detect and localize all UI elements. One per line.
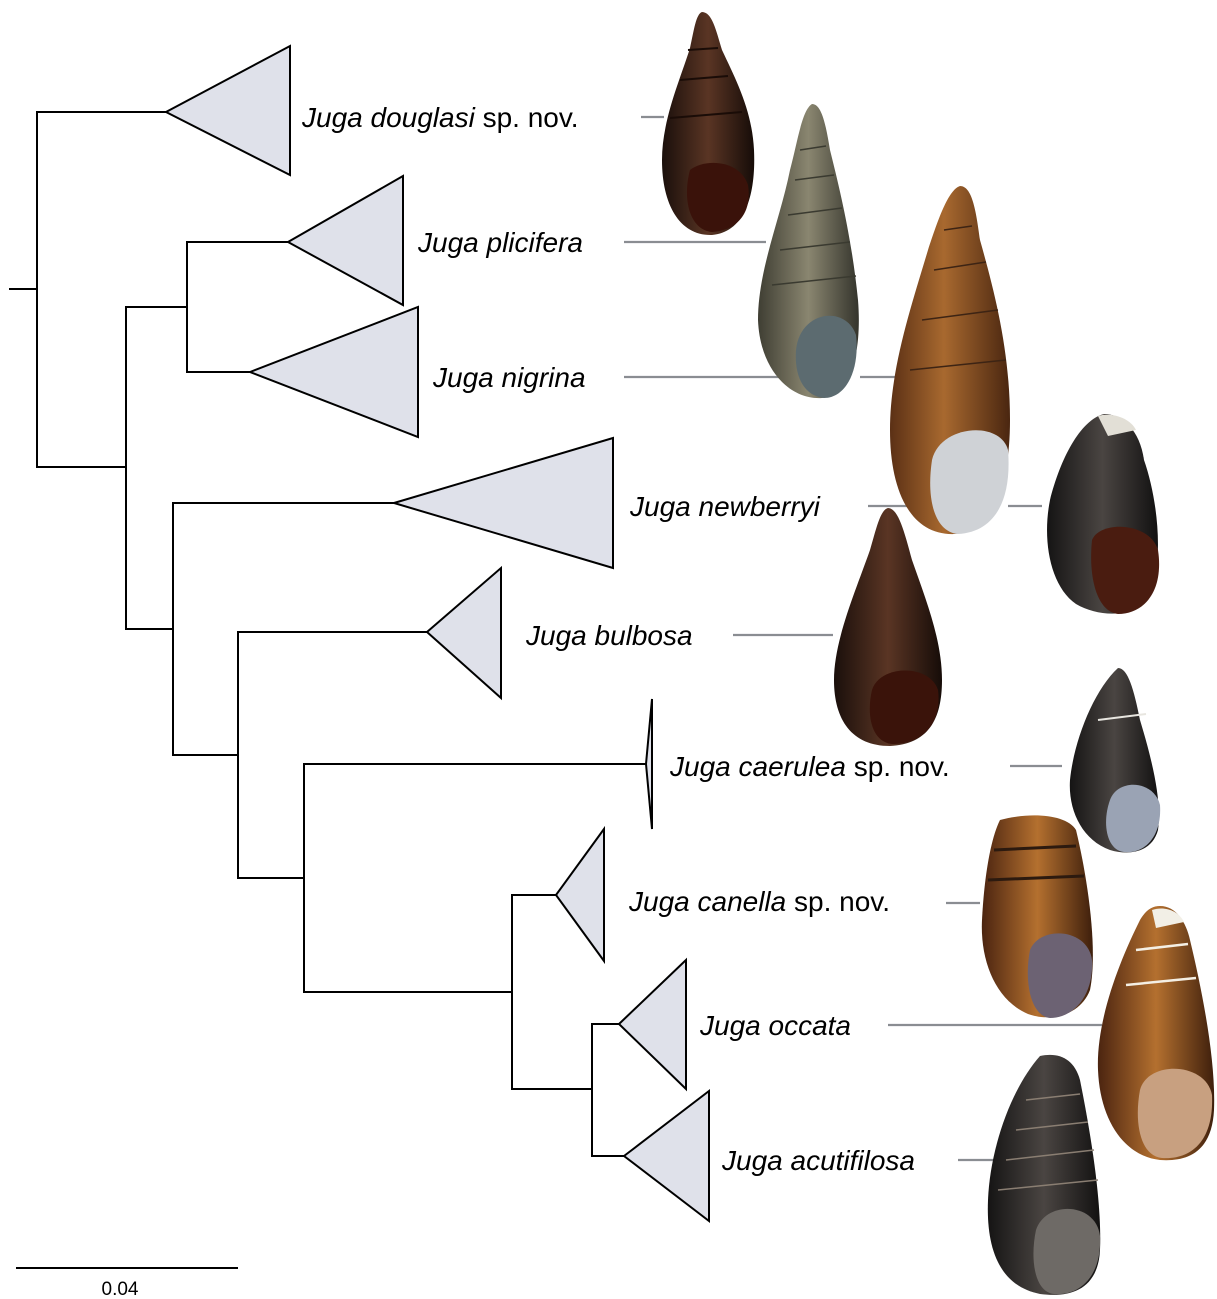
shell-image-newberryi	[1047, 414, 1159, 614]
taxon-label-douglasi: Juga douglasi sp. nov.	[301, 102, 579, 133]
taxon-name: Juga occata	[699, 1010, 851, 1041]
clade-triangle-caerulea	[646, 699, 652, 829]
shell-image-canella	[982, 815, 1093, 1018]
taxon-name: Juga newberryi	[629, 491, 821, 522]
taxon-label-plicifera: Juga plicifera	[417, 227, 583, 258]
taxon-suffix: sp. nov.	[794, 886, 890, 917]
clade-triangle-canella	[556, 829, 604, 961]
taxon-label-nigrina: Juga nigrina	[432, 362, 586, 393]
taxon-label-bulbosa: Juga bulbosa	[525, 620, 693, 651]
clade-triangle-acutifilosa	[624, 1091, 709, 1221]
taxon-name: Juga caerulea	[669, 751, 846, 782]
taxon-label-caerulea: Juga caerulea sp. nov.	[669, 751, 950, 782]
shell-image-caerulea	[1070, 668, 1160, 853]
taxon-name: Juga nigrina	[432, 362, 586, 393]
shell-image-bulbosa	[834, 508, 942, 746]
scale-bar: 0.04	[16, 1268, 238, 1299]
shell-image-douglasi	[662, 12, 754, 235]
taxon-name: Juga canella	[628, 886, 786, 917]
clade-triangle-plicifera	[288, 176, 403, 305]
taxon-label-acutifilosa: Juga acutifilosa	[721, 1145, 915, 1176]
taxon-label-newberryi: Juga newberryi	[629, 491, 821, 522]
taxon-suffix: sp. nov.	[854, 751, 950, 782]
taxon-suffix: sp. nov.	[483, 102, 579, 133]
clade-triangle-bulbosa	[427, 568, 501, 698]
taxon-name: Juga acutifilosa	[721, 1145, 915, 1176]
shell-images	[662, 12, 1214, 1295]
clade-triangle-douglasi	[166, 46, 290, 175]
shell-image-acutifilosa	[988, 1055, 1100, 1295]
shell-image-plicifera	[758, 104, 859, 398]
scale-bar-label: 0.04	[102, 1279, 139, 1299]
taxon-name: Juga plicifera	[417, 227, 583, 258]
clade-triangle-occata	[619, 960, 686, 1089]
shell-image-nigrina	[890, 186, 1010, 534]
clade-triangle-newberryi	[394, 438, 613, 568]
clade-triangle-nigrina	[250, 307, 418, 437]
taxon-name: Juga bulbosa	[525, 620, 693, 651]
taxon-label-occata: Juga occata	[699, 1010, 851, 1041]
taxon-label-canella: Juga canella sp. nov.	[628, 886, 890, 917]
taxon-name: Juga douglasi	[301, 102, 476, 133]
shell-image-occata	[1098, 906, 1214, 1160]
